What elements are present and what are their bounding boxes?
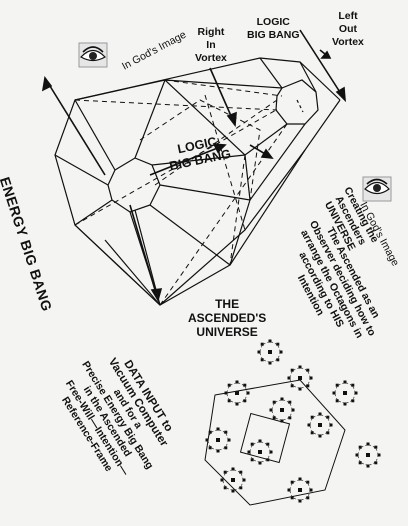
cone-bottom-edge <box>159 99 341 306</box>
eye-icon <box>78 42 108 68</box>
octagon-dial-icon <box>269 397 295 423</box>
label-left-out-vortex: Left Out Vortex <box>332 10 364 49</box>
label-line: THE <box>215 297 240 311</box>
label-line: BIG BANG <box>247 29 300 41</box>
octagon-dial-icon <box>247 439 273 465</box>
label-line: UNIVERSE <box>196 325 258 339</box>
eye-icon <box>362 176 392 202</box>
label-line: ASCENDED'S <box>188 311 267 325</box>
label-line: Vortex <box>195 52 227 64</box>
label-line: LOGIC <box>256 16 290 28</box>
label-right-in-vortex: Right In Vortex <box>195 26 227 65</box>
octagon-dial-icon <box>220 467 246 493</box>
octagon-dial-icon <box>287 365 313 391</box>
label-logic-big-bang-top: LOGIC BIG BANG <box>247 16 300 42</box>
label-the-ascendeds-universe: THE ASCENDED'S UNIVERSE <box>188 297 266 339</box>
cone-top-edge <box>74 57 341 101</box>
octagon-dial-icon <box>355 442 381 468</box>
label-line: In <box>206 39 216 51</box>
label-line: Left <box>338 10 358 22</box>
octagon-dial-icon <box>332 380 358 406</box>
octagon-dial-icon <box>205 427 231 453</box>
octagon-dial-icon <box>287 477 313 503</box>
label-line: Out <box>338 23 357 35</box>
label-line: Vortex <box>332 36 364 48</box>
label-line: Right <box>197 26 225 38</box>
octagon-dial-icon <box>224 380 250 406</box>
octagon-dial-icon <box>307 412 333 438</box>
octagon-dial-icon <box>257 339 283 365</box>
